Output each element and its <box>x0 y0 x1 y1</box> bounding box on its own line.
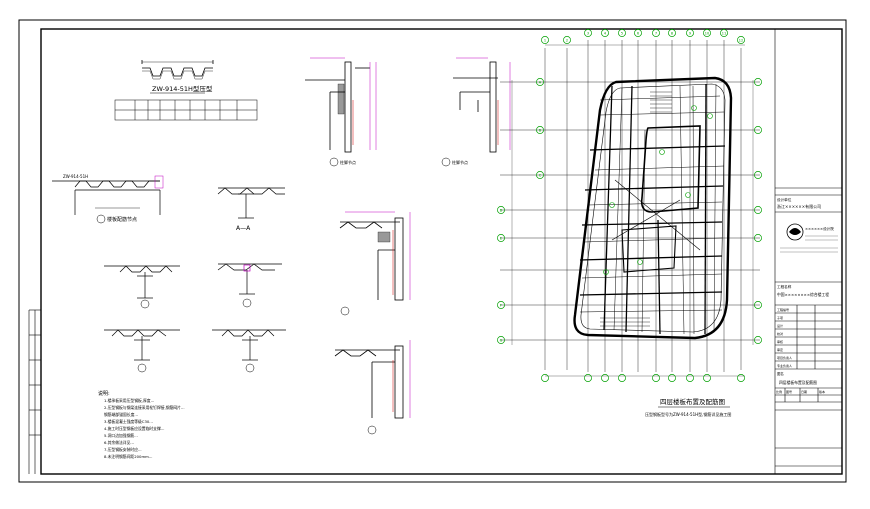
bottom-label: 日期 <box>801 389 807 394</box>
notes-line: 4.施工时压型钢板应设置临时支撑... <box>104 426 164 431</box>
detail-wall-4 <box>334 340 411 419</box>
grid-bubble-label: E <box>500 237 502 241</box>
grid-bubble-label: 4 <box>604 32 607 36</box>
detail-small-5 <box>212 329 286 361</box>
svg-text:ZW-914-51H: ZW-914-51H <box>63 174 88 179</box>
grid-bubbles-left <box>497 78 544 344</box>
title-row-label: 设计 <box>777 323 783 328</box>
title-row-label: 校对 <box>777 331 783 336</box>
grid-bubble-label: 3 <box>587 32 589 36</box>
detail-small-3 <box>217 263 282 295</box>
grid-bubble-label: C <box>539 174 542 178</box>
grid-bubble-label: 2 <box>566 39 568 43</box>
grid-bubble-label: 7 <box>655 32 657 36</box>
grid-bubbles-bottom <box>541 374 745 382</box>
grid-bubbles-top <box>541 29 745 44</box>
bottom-label: 图号 <box>786 389 792 394</box>
detail-small-2 <box>104 265 180 299</box>
detail-small-4 <box>104 329 180 361</box>
deck-spec-table <box>114 99 258 121</box>
grid-bubble-label: 9 <box>689 32 691 36</box>
bottom-label: 版本 <box>819 389 825 394</box>
detail-wall-3 <box>339 211 411 301</box>
grid-bubble-labels-top: 1 2 3 4 5 6 7 8 9 10 11 12 <box>544 32 743 43</box>
title-row-label: 子项 <box>777 315 783 320</box>
notes-line: 7.压型钢板安装时应... <box>104 447 142 452</box>
svg-text:柱脚节点: 柱脚节点 <box>452 159 468 165</box>
grid-bubbles-right <box>754 78 762 344</box>
title-row-label: 审定 <box>777 347 783 352</box>
project-label: 工程名称 <box>777 284 792 289</box>
seal-icon <box>786 223 804 241</box>
svg-text:楼板配筋节点: 楼板配筋节点 <box>107 216 137 223</box>
grid-bubble-label: A <box>539 81 542 85</box>
title-row-label: 专业负责人 <box>777 363 792 368</box>
grid-bubble-label: 12 <box>739 39 743 43</box>
notes-line: 1.楼承板采用压型钢板,厚度... <box>104 398 154 403</box>
deck-profile-label: ZW-914-51H型压型 <box>152 84 213 93</box>
detail-section-a-a <box>217 187 285 219</box>
title-row-label: 工程编号 <box>777 307 789 312</box>
grid-bubble-label: 10 <box>705 32 709 36</box>
plan-title: 四层楼板布置及配筋图 <box>660 397 725 406</box>
notes-block: 说明: 1.楼承板采用压型钢板,厚度... 2.压型钢板与钢梁连接采用栓钉焊接,… <box>98 390 185 459</box>
grid-bubble-label: F <box>500 304 502 308</box>
grid-bubble-label: 6 <box>637 32 639 36</box>
detail-column-1 <box>305 57 377 153</box>
company-name: 浙江××××××有限公司 <box>777 203 821 209</box>
seal-org: ××××××设计院 <box>805 226 834 231</box>
section-a-label: A—A <box>236 225 251 232</box>
drawing-name: 四层楼板布置及配筋图 <box>779 380 817 385</box>
notes-line: 3.楼板混凝土强度等级C30... <box>104 419 153 424</box>
notes-line: 8.未注明钢筋间距200mm... <box>104 454 152 459</box>
grid-bubble-label: 1 <box>544 39 546 43</box>
notes-line: 2.压型钢板与钢梁连接采用栓钉焊接,钢筋网片... <box>104 405 185 410</box>
detail-column-2 <box>453 57 511 153</box>
notes-line: 6.其余做法详见... <box>104 440 134 445</box>
binding-strip <box>28 309 41 474</box>
grid-bubble-label: B <box>539 129 542 133</box>
title-block <box>774 29 842 474</box>
svg-text:柱脚节点: 柱脚节点 <box>340 159 356 165</box>
inner-frame <box>40 28 843 475</box>
title-row-label: 项目负责人 <box>777 355 792 360</box>
grid-bubble-label: D <box>500 209 503 213</box>
bottom-label: 比例 <box>776 389 782 394</box>
notes-line: 钢筋端部锚固长度... <box>104 412 138 417</box>
grid-bubble-labels-left: A B C D E F G <box>500 81 542 343</box>
notes-heading: 说明: <box>98 390 110 397</box>
project-name: 中国××××××××综合楼工程 <box>777 292 829 297</box>
grid-bubble-label: 8 <box>671 32 673 36</box>
grid-bubble-label: G <box>500 339 503 343</box>
outer-frame <box>18 19 847 483</box>
notes-line: 5.洞口边加强钢筋... <box>104 433 138 438</box>
plan-subtitle: 压型钢板型号为ZW-914-51H型,钢筋详见施工图 <box>645 411 731 417</box>
drawing-name-label: 图名 <box>777 371 784 376</box>
detail-slab-beam-1 <box>52 175 164 215</box>
grid-bubble-label: 11 <box>722 32 726 36</box>
grid-bubble-label: 5 <box>621 32 623 36</box>
floor-plan: 1 2 3 4 5 6 7 8 9 10 11 12 <box>497 29 762 382</box>
company-label: 设计单位 <box>777 197 792 202</box>
title-row-label: 审核 <box>777 339 783 344</box>
deck-profile <box>141 60 214 80</box>
